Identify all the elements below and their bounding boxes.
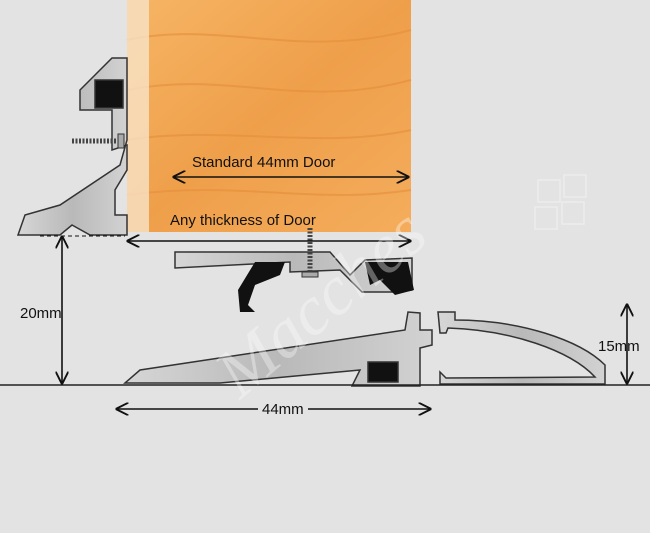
threshold-ramp: [122, 311, 606, 387]
frame-profile: [16, 57, 128, 236]
label-20mm: 20mm: [20, 305, 62, 322]
label-any-thickness: Any thickness of Door: [170, 212, 316, 229]
dimension-arrows: [40, 177, 627, 409]
label-15mm: 15mm: [598, 338, 640, 355]
label-44mm: 44mm: [258, 401, 308, 418]
label-standard-door: Standard 44mm Door: [192, 154, 336, 171]
door: [126, 0, 412, 232]
seal-brush: [365, 262, 414, 295]
screw-icon: [72, 133, 125, 149]
seal-fin: [238, 262, 285, 312]
